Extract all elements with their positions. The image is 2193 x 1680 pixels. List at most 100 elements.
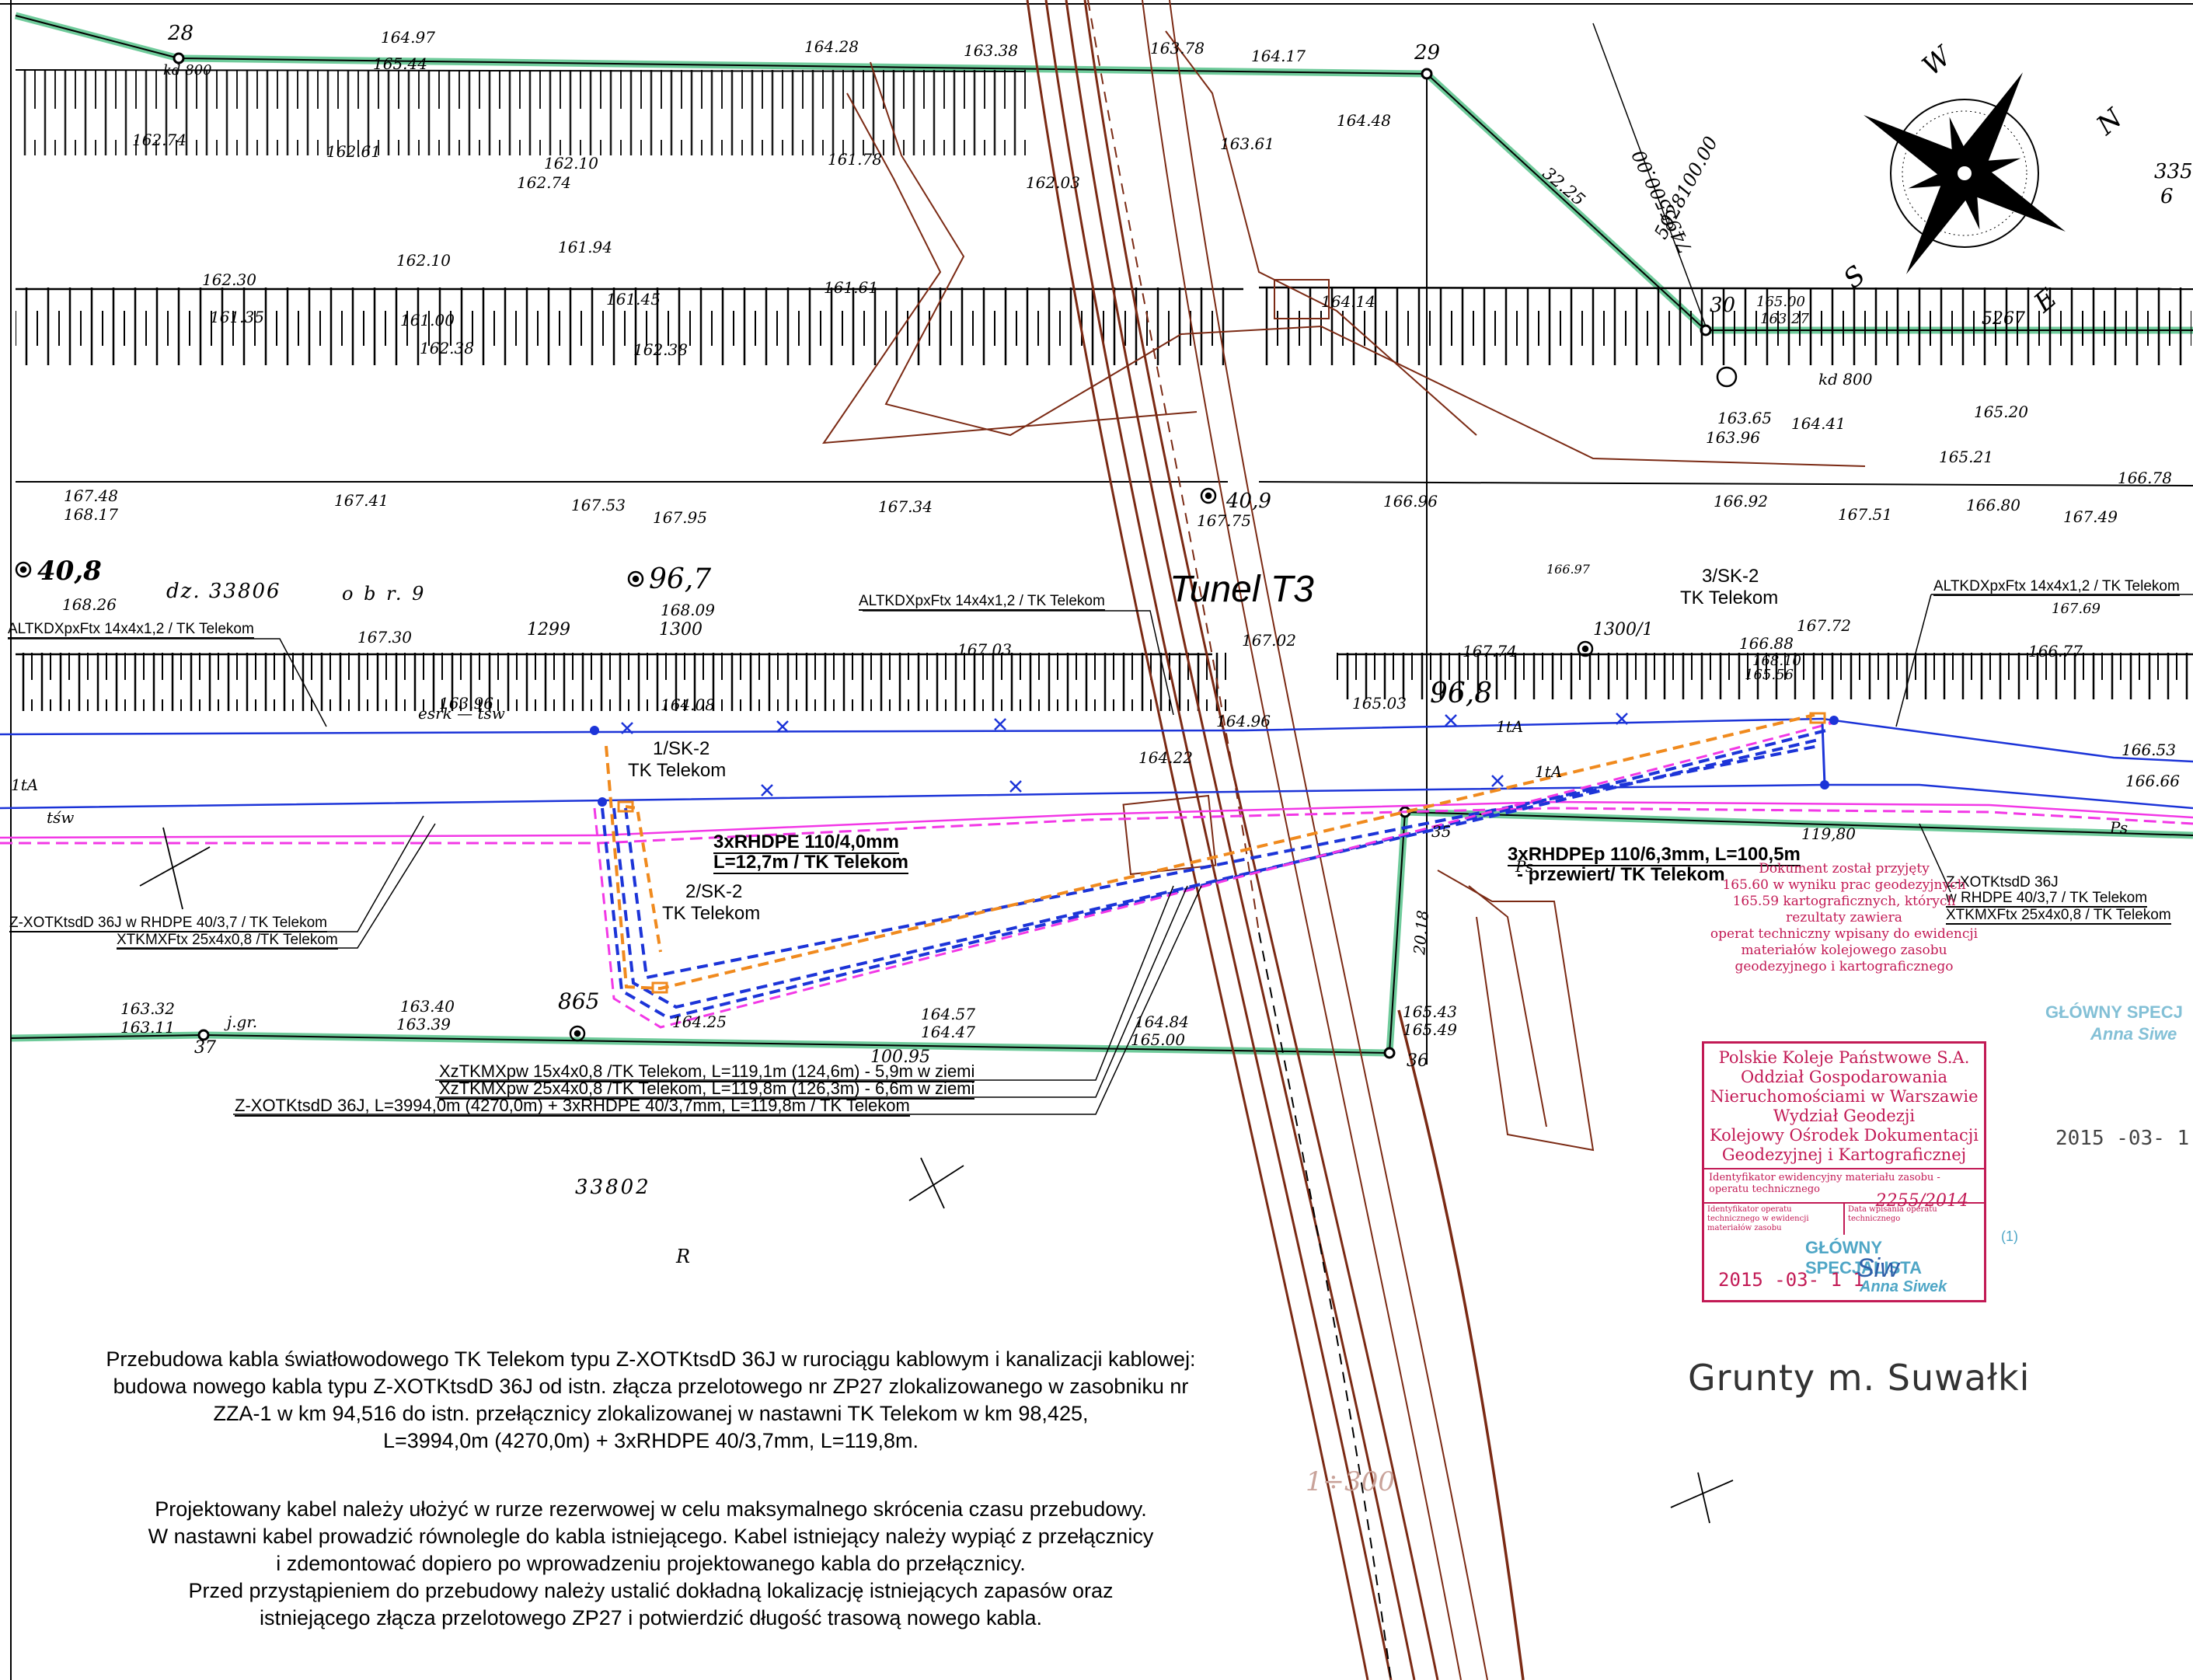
height-label: 167.02 <box>1242 631 1296 650</box>
height-label: 162.10 <box>396 251 451 270</box>
dist-5267: 5267 <box>1982 309 2025 329</box>
height-label: 165.44 <box>373 54 427 73</box>
point-1300-1: 1300/1 <box>1593 620 1654 640</box>
height-label: 167.53 <box>571 496 626 514</box>
stamp-pkp: Polskie Koleje Państwowe S.A. Oddział Go… <box>1702 1041 2018 1302</box>
height-label: 164.22 <box>1138 748 1193 767</box>
boundary-points <box>173 52 1712 1059</box>
height-label: 167.75 <box>1197 511 1251 530</box>
point-36: 36 <box>1407 1051 1428 1071</box>
height-label: 164.25 <box>672 1013 727 1031</box>
stamp-line: Wydział Geodezji <box>1773 1107 1916 1125</box>
cable-lines <box>0 713 2193 1029</box>
bottom-cable-label-3: Z-XOTKtsdD 36J, L=3994,0m (4270,0m) + 3x… <box>235 1096 910 1117</box>
height-label: 164.47 <box>921 1023 975 1041</box>
rhdpep-label-2: - przewiert/ TK Telekom <box>1517 864 1725 885</box>
point-96-7: 96,7 <box>649 563 712 595</box>
height-label: 164.84 <box>1135 1013 1189 1031</box>
point-1300: 1300 <box>659 620 703 640</box>
survey-symbols <box>15 366 1738 1042</box>
right-edge-b: 6 <box>2160 185 2174 208</box>
height-label: 162.03 <box>1026 173 1080 192</box>
cable-ALTK <box>0 717 2193 763</box>
parcel-main: dz. 33806 <box>166 580 281 603</box>
height-label: 166.80 <box>1966 496 2020 514</box>
dist-1198: 119,80 <box>1801 824 1856 843</box>
jgr-label: j.gr. <box>227 1013 258 1031</box>
height-label: 163.61 <box>1220 134 1274 153</box>
height-label: 166.78 <box>2118 469 2172 487</box>
note-paragraph-2: Projektowany kabel należy ułożyć w rurze… <box>8 1496 1294 1632</box>
note-line: istniejącego złącza przelotowego ZP27 i … <box>259 1606 1043 1629</box>
cable-new-blue-3 <box>624 744 1819 980</box>
height-label: 165.21 <box>1939 448 1993 466</box>
height-label: 163.65 <box>1717 409 1772 427</box>
height-label: 161.61 <box>824 278 878 297</box>
slope-hatching <box>821 30 1866 467</box>
note-line: Projektowany kabel należy ułożyć w rurze… <box>155 1497 1147 1521</box>
point-40-8: 40,8 <box>37 556 102 587</box>
point-37: 37 <box>194 1038 216 1058</box>
stamp-small-left: Identyfikator operatu technicznego w ewi… <box>1704 1204 1845 1235</box>
height-label: 162.74 <box>517 173 571 192</box>
note-line: L=3994,0m (4270,0m) + 3xRHDPE 40/3,7mm, … <box>382 1429 919 1452</box>
tA-right: 1tA <box>1535 762 1563 781</box>
tunnel-label: Tunel T3 <box>1170 569 1314 610</box>
sk2-1-top: 1/SK-2 <box>653 738 710 759</box>
height-label: 168.09 <box>661 601 715 619</box>
tunnel-structure <box>1122 279 1595 1152</box>
kd800-left: kd 800 <box>163 62 212 78</box>
stamp-name: Anna Siwek <box>1860 1278 1947 1295</box>
esrk-tsw: esrk — tśw <box>418 704 505 723</box>
note-line: budowa nowego kabla typu Z-XOTKtsdD 36J … <box>113 1375 1189 1398</box>
stamp-line: operat techniczny wpisany do ewidencji <box>1710 926 1979 942</box>
manholes <box>617 712 1826 994</box>
height-label: 163.96 <box>1706 428 1760 447</box>
stamp-index: (1) <box>2001 1229 2018 1244</box>
height-label: 166.88 <box>1739 634 1794 653</box>
bottom-cable-label-2: XzTKMXpw 25x4x0,8 /TK Telekom, L=119,8m … <box>439 1079 975 1100</box>
note-line: Przebudowa kabla światłowodowego TK Tele… <box>106 1347 1196 1371</box>
height-label: 163.78 <box>1150 39 1205 58</box>
stamp-signature: Siw <box>1857 1253 1899 1283</box>
stamp-date: 2015 -03- 1 1 <box>1718 1269 1864 1291</box>
embankment-hatching <box>15 69 2193 711</box>
note-paragraph-1: Przebudowa kabla światłowodowego TK Tele… <box>8 1346 1294 1455</box>
height-label: 164.14 <box>1321 292 1375 311</box>
altk-label-right: ALTKDXpxFtx 14x4x1,2 / TK Telekom <box>1933 578 2180 596</box>
stamp-title: GŁÓWNY SPECJALISTA <box>1805 1238 1922 1277</box>
cable-nodes <box>590 716 1839 807</box>
altk-label-mid: ALTKDXpxFtx 14x4x1,2 / TK Telekom <box>859 593 1105 611</box>
rhdpe-label-1: 3xRHDPE 110/4,0mm <box>713 831 899 854</box>
point-30: 30 <box>1710 294 1736 317</box>
height-label: 164.17 <box>1251 47 1306 65</box>
kd800-right: kd 800 <box>1818 370 1873 389</box>
point-40-9: 40,9 <box>1226 490 1271 513</box>
height-label: 161.45 <box>606 290 661 308</box>
height-label: 167.95 <box>653 508 707 527</box>
zxo-label-left-2: XTKMXFtx 25x4x0,8 /TK Telekom <box>117 932 338 950</box>
stamp-line: Nieruchomościami w Warszawie <box>1710 1087 1979 1106</box>
height-label: 167.51 <box>1838 505 1892 524</box>
sk2-2-bottom: TK Telekom <box>662 903 761 924</box>
height-label: 162.38 <box>420 339 474 357</box>
parcel-r: R <box>676 1246 691 1267</box>
height-label: 164.97 <box>381 28 435 47</box>
cable-new-blue-1 <box>601 729 1827 1020</box>
height-label: 163.11 <box>120 1018 175 1037</box>
sk2-3-top: 3/SK-2 <box>1702 566 1759 587</box>
duct-orange <box>605 713 1815 991</box>
height-label: 168.17 <box>64 505 118 524</box>
edge-stamp-date: 2015 -03- 1 1 <box>2055 1127 2193 1150</box>
height-label: 166.66 <box>2125 772 2180 790</box>
ps-label-a: Ps <box>1515 857 1534 876</box>
height-label: 161.78 <box>828 150 882 169</box>
dist-10095: 100.95 <box>870 1047 930 1067</box>
pipe-magenta-2 <box>0 800 2193 839</box>
scale-mark: 1÷300 <box>1306 1466 1396 1497</box>
height-label: 163.27 <box>1760 311 1809 327</box>
height-label: 167.72 <box>1797 616 1851 635</box>
grid-crosses <box>139 827 1734 1524</box>
ps-label-b: Ps <box>2110 818 2128 837</box>
